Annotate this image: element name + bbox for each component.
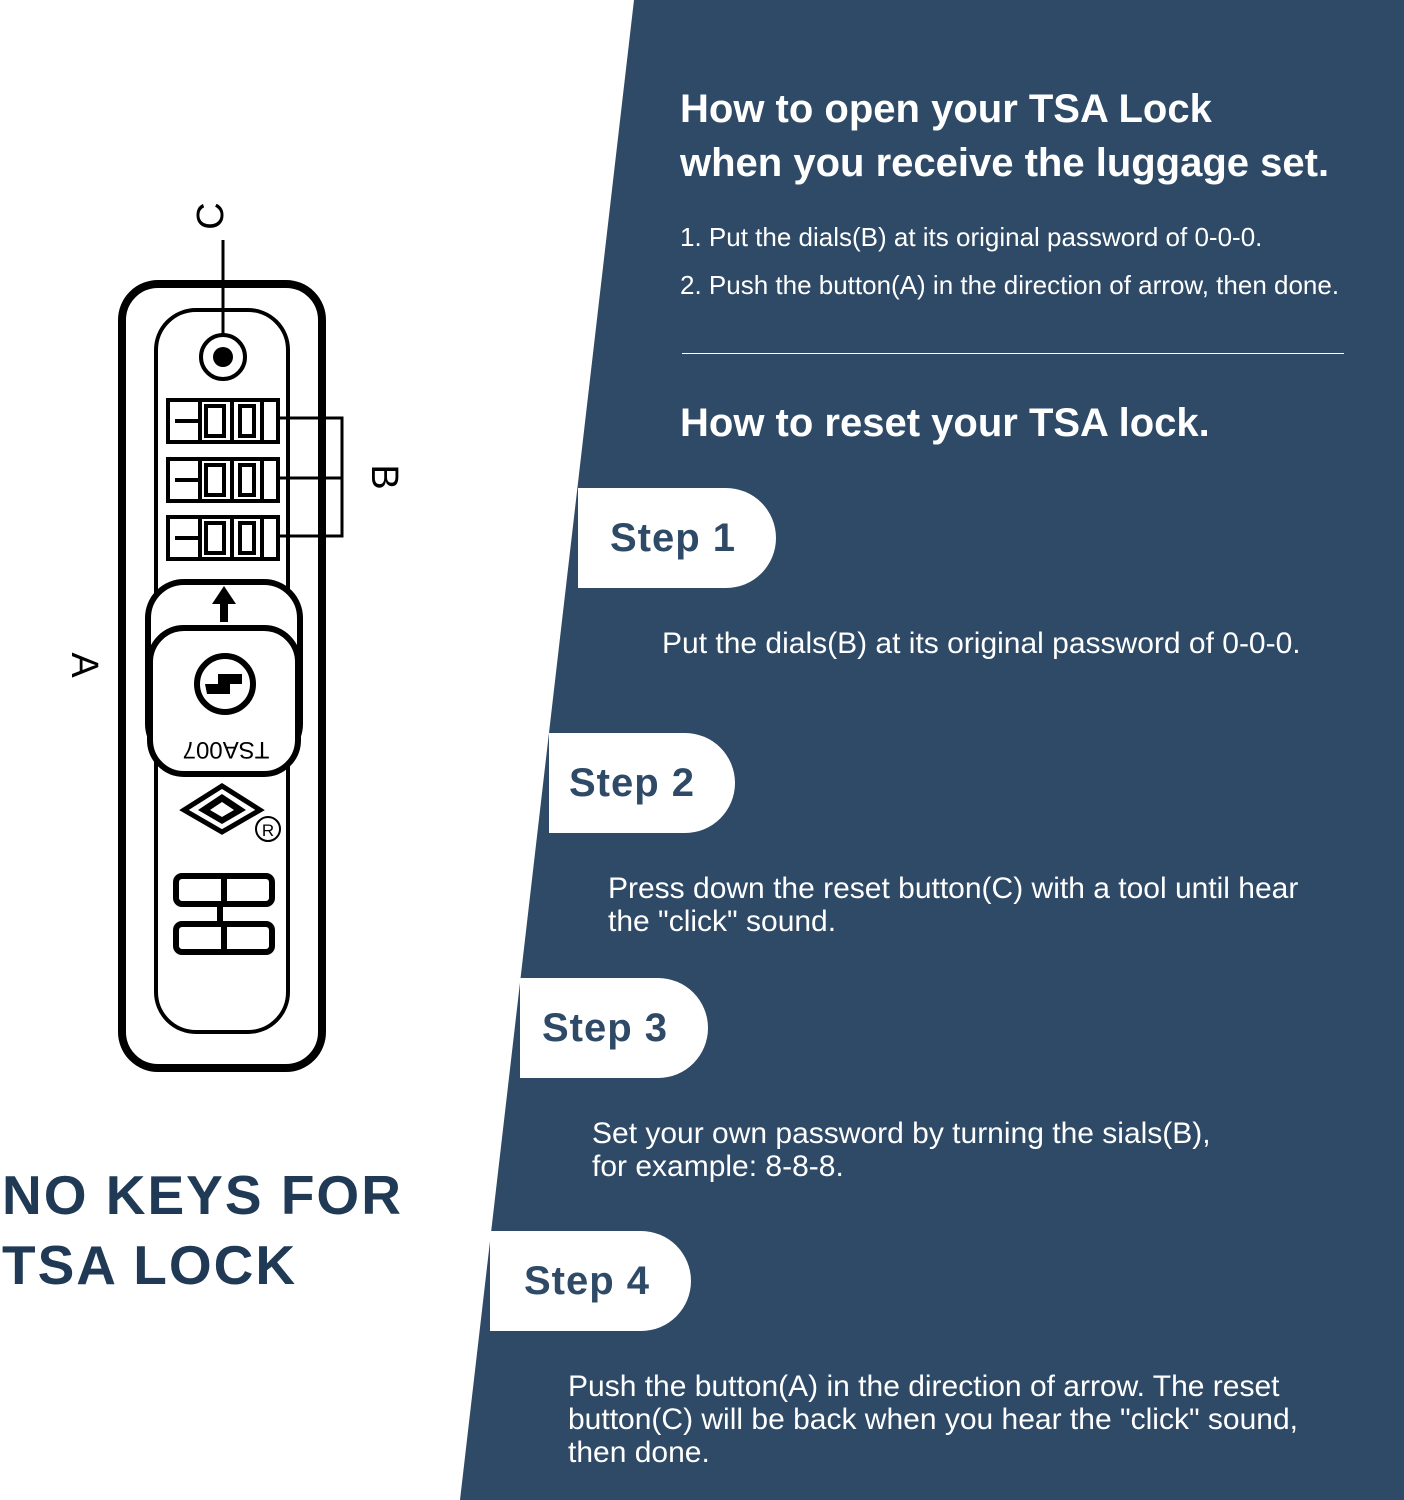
step-3-line-1: Set your own password by turning the sia… (592, 1117, 1211, 1150)
registered-icon: R (255, 816, 281, 842)
headline-line2: TSA LOCK (2, 1234, 298, 1296)
step-3-pill: Step 3 (520, 978, 708, 1078)
reset-button-icon (199, 240, 247, 381)
step-2-pill: Step 2 (549, 733, 735, 833)
headline-line1: NO KEYS FOR (2, 1164, 403, 1226)
step-3-line-2: for example: 8-8-8. (592, 1150, 844, 1183)
dial-2 (166, 457, 280, 503)
tsa-lock-diagram: C B TSA (63, 202, 405, 1072)
step-4-description: Push the button(A) in the direction of a… (568, 1370, 1298, 1469)
step-4-line-3: then done. (568, 1436, 710, 1469)
headline: NO KEYS FOR TSA LOCK (2, 1160, 403, 1300)
dials-bracket (278, 416, 344, 538)
open-title: How to open your TSA Lock when you recei… (680, 82, 1329, 190)
open-title-line1: How to open your TSA Lock (680, 87, 1212, 131)
step-3-description: Set your own password by turning the sia… (592, 1117, 1211, 1183)
label-a: A (63, 652, 105, 678)
step-4-label: Step 4 (524, 1258, 651, 1303)
label-c: C (190, 202, 232, 229)
step-1-description: Put the dials(B) at its original passwor… (662, 627, 1301, 660)
step-3-label: Step 3 (542, 1005, 669, 1050)
open-step-2: 2. Push the button(A) in the direction o… (680, 270, 1340, 300)
dial-3 (166, 515, 280, 561)
svg-text:R: R (262, 821, 274, 840)
arrow-up-icon (212, 586, 236, 622)
dial-1 (166, 398, 280, 444)
step-2-description: Press down the reset button(C) with a to… (608, 872, 1298, 938)
step-2-line-2: the "click" sound. (608, 905, 837, 938)
step-4-line-1: Push the button(A) in the direction of a… (568, 1370, 1280, 1403)
open-step-1: 1. Put the dials(B) at its original pass… (680, 222, 1263, 252)
model-text: TSA007 (183, 736, 270, 763)
step-4-pill: Step 4 (490, 1231, 691, 1331)
section-divider (682, 353, 1344, 354)
step-1-pill: Step 1 (578, 488, 776, 588)
keyhole-icon (194, 653, 256, 715)
step-4-line-2: button(C) will be back when you hear the… (568, 1403, 1299, 1436)
label-b: B (363, 464, 405, 489)
tsa-diamond-logo (179, 783, 265, 835)
reset-title: How to reset your TSA lock. (680, 401, 1210, 445)
step-2-label: Step 2 (569, 760, 696, 805)
open-title-line2: when you receive the luggage set. (680, 141, 1330, 185)
step-2-line-1: Press down the reset button(C) with a to… (608, 872, 1299, 905)
latch-slots (173, 873, 275, 955)
step-1-label: Step 1 (610, 515, 737, 560)
step-1-line-1: Put the dials(B) at its original passwor… (662, 627, 1301, 660)
